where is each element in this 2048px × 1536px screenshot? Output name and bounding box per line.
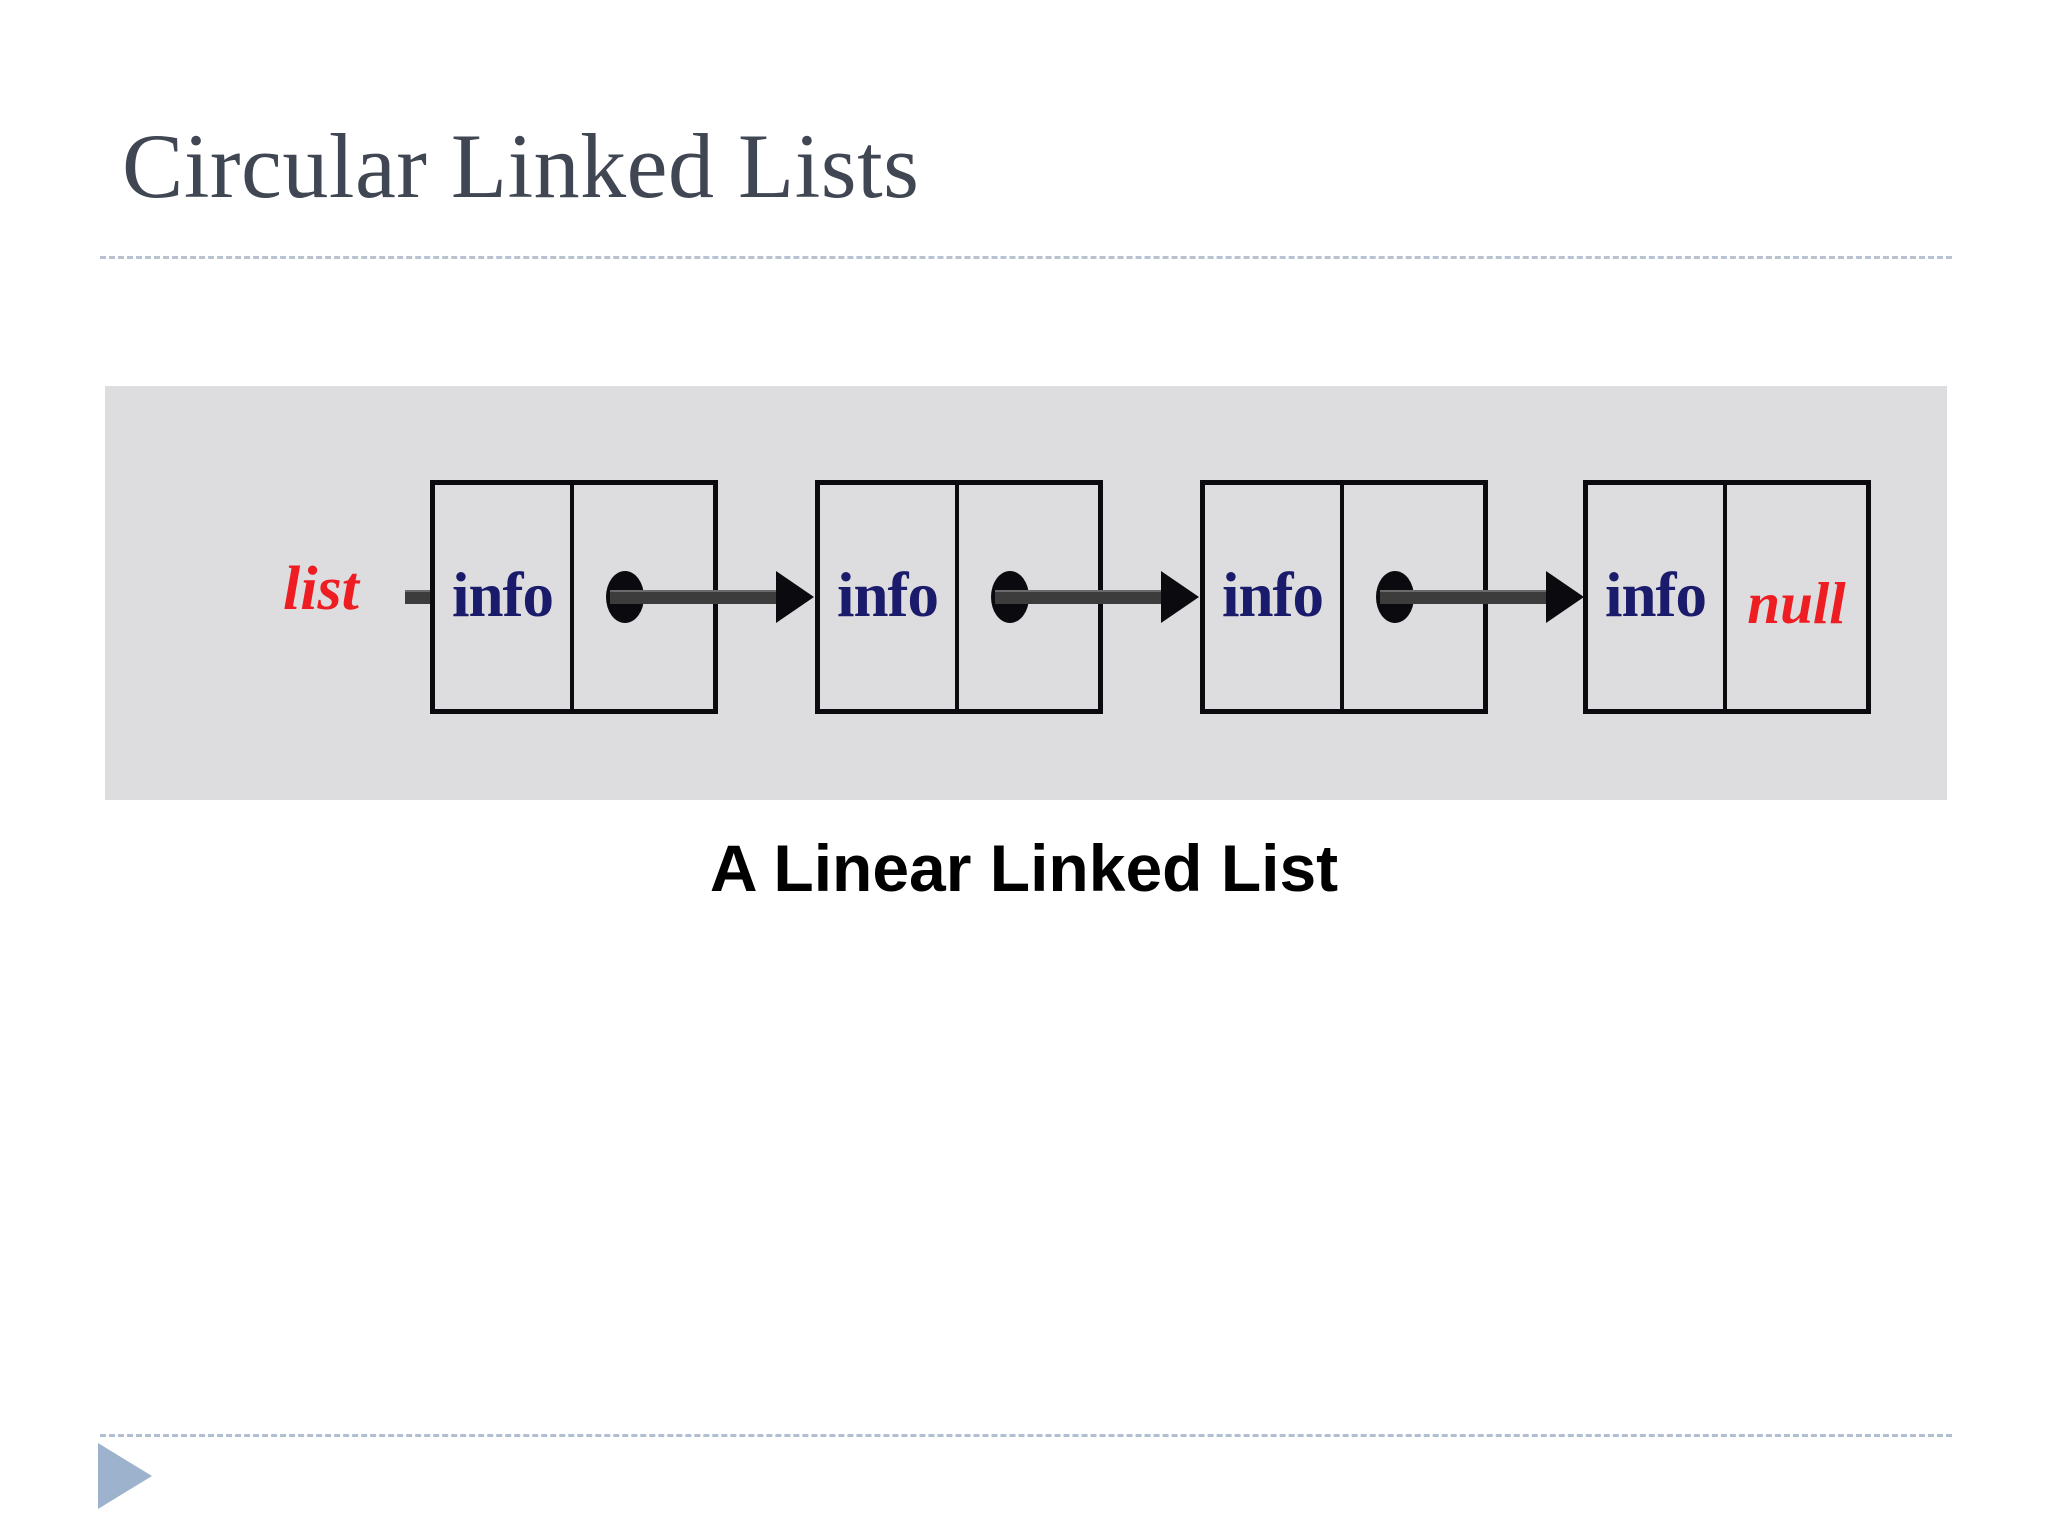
page-title: Circular Linked Lists bbox=[122, 115, 920, 217]
node-info-label: info bbox=[451, 559, 554, 630]
node-info-label: info bbox=[1604, 559, 1707, 630]
play-triangle-icon bbox=[98, 1443, 152, 1509]
node-info-label: info bbox=[1221, 559, 1324, 630]
list-pointer-label: list bbox=[283, 555, 359, 623]
node-info-cell: info bbox=[435, 485, 574, 709]
node-info-cell: info bbox=[820, 485, 959, 709]
title-divider bbox=[100, 256, 1952, 259]
null-label: null bbox=[1747, 569, 1846, 636]
footer-divider bbox=[100, 1434, 1952, 1437]
diagram-caption: A Linear Linked List bbox=[709, 831, 1339, 905]
node-info-cell: info bbox=[1588, 485, 1727, 709]
node-info-cell: info bbox=[1205, 485, 1344, 709]
list-node: info bbox=[430, 480, 718, 714]
node-info-label: info bbox=[836, 559, 939, 630]
list-node-tail: info null bbox=[1583, 480, 1871, 714]
node-null-cell: null bbox=[1727, 485, 1866, 709]
linked-list-diagram: list info info info bbox=[105, 386, 1947, 800]
